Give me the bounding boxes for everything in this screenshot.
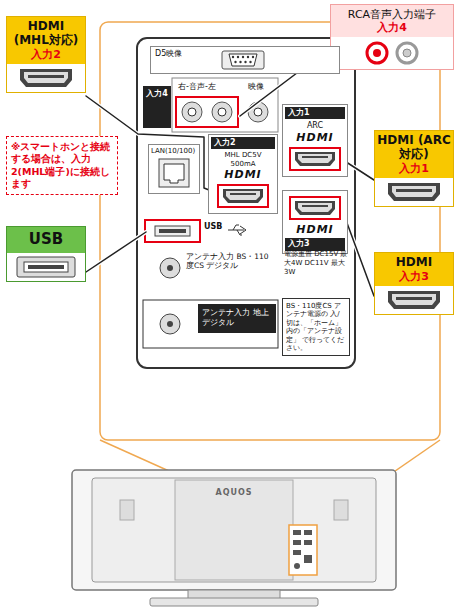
note-text: ※スマートホンと接続する場合は、入力2(MHL端子)に接続します	[11, 141, 113, 190]
hdmi-callout: HDMI入力3	[374, 252, 454, 315]
antenna-label: アンテナ入力 BS・110度CS デジタル	[186, 252, 274, 271]
rca-callout: RCA音声入力端子入力4	[330, 4, 454, 70]
usb-callout: USB	[6, 226, 86, 282]
hdmi-port-icon	[375, 178, 453, 206]
port-spec: MHL DC5V 500mA	[211, 151, 275, 168]
hdmiR-port-icon	[211, 181, 275, 211]
hdmi-port-box: HDMI 入力3	[282, 190, 348, 254]
power-label: 電源重畳 DC15V 最大4W DC11V 最大3W	[284, 250, 348, 276]
usb-port-icon	[7, 253, 85, 281]
input-number: 入力1	[285, 107, 345, 119]
port-label: 映像	[248, 82, 276, 92]
port-name: アンテナ入力 地上デジタル	[202, 308, 272, 329]
brand-logo: AQUOS	[212, 488, 256, 497]
hdmi-logo: HDMI	[285, 131, 345, 144]
hdmi-logo: HDMI	[211, 168, 275, 181]
hdmi-port-icon	[375, 286, 453, 314]
callout-header: HDMI入力3	[375, 253, 453, 286]
port-name: D5映像	[155, 49, 335, 59]
antenna-box: アンテナ入力 地上デジタル	[198, 304, 276, 333]
port-label: 右-音声-左	[178, 82, 244, 92]
callout-header: RCA音声入力端子入力4	[331, 5, 453, 37]
rca-port-icon	[331, 37, 453, 69]
port-heading: RCA音声入力端子	[333, 8, 451, 21]
port-label: USB	[204, 222, 226, 232]
lan-port-box: LAN(10/100)	[148, 144, 200, 194]
note-text: BS・110度CS アンテナ電源の 入/切は、「ホーム」 内の「アンテナ設定」 …	[286, 302, 346, 352]
port-heading: HDMI (MHL対応)	[9, 20, 83, 48]
hdmiR-port-icon	[285, 193, 345, 223]
input-number: 入力1	[377, 162, 451, 175]
input-number: 入力4	[144, 89, 170, 99]
input-number: 入力3	[285, 238, 345, 250]
input-number: 入力2	[9, 48, 83, 61]
port-heading: USB	[9, 230, 83, 250]
hdmi-logo: HDMI	[285, 223, 345, 236]
hdmi-port-box: 入力1ARCHDMI	[282, 104, 348, 177]
hdmi-port-box: 入力2MHL DC5V 500mAHDMI	[208, 134, 278, 214]
port-name: LAN(10/100)	[151, 147, 197, 155]
vga-port-icon	[221, 50, 265, 70]
lan-port-icon	[151, 155, 197, 191]
hdmi-callout: HDMI (ARC対応)入力1	[374, 130, 454, 207]
d5-port-box: D5映像	[150, 46, 340, 74]
port-heading: HDMI	[377, 256, 451, 270]
port-name: ARC	[285, 121, 345, 131]
callout-header: HDMI (MHL対応)入力2	[7, 17, 85, 64]
hdmiR-port-icon	[285, 144, 345, 174]
hdmi-callout: HDMI (MHL対応)入力2	[6, 16, 86, 93]
input-number: 入力2	[211, 137, 275, 149]
hdmi-port-icon	[7, 64, 85, 92]
port-heading: HDMI (ARC対応)	[377, 134, 451, 162]
input-tab: 入力4	[143, 86, 171, 128]
input-number: 入力3	[377, 270, 451, 283]
antenna-note-box: BS・110度CS アンテナ電源の 入/切は、「ホーム」 内の「アンテナ設定」 …	[282, 298, 350, 356]
callout-header: HDMI (ARC対応)入力1	[375, 131, 453, 178]
note-callout: ※スマートホンと接続する場合は、入力2(MHL端子)に接続します	[6, 136, 118, 195]
callout-header: USB	[7, 227, 85, 253]
input-number: 入力4	[333, 21, 451, 34]
